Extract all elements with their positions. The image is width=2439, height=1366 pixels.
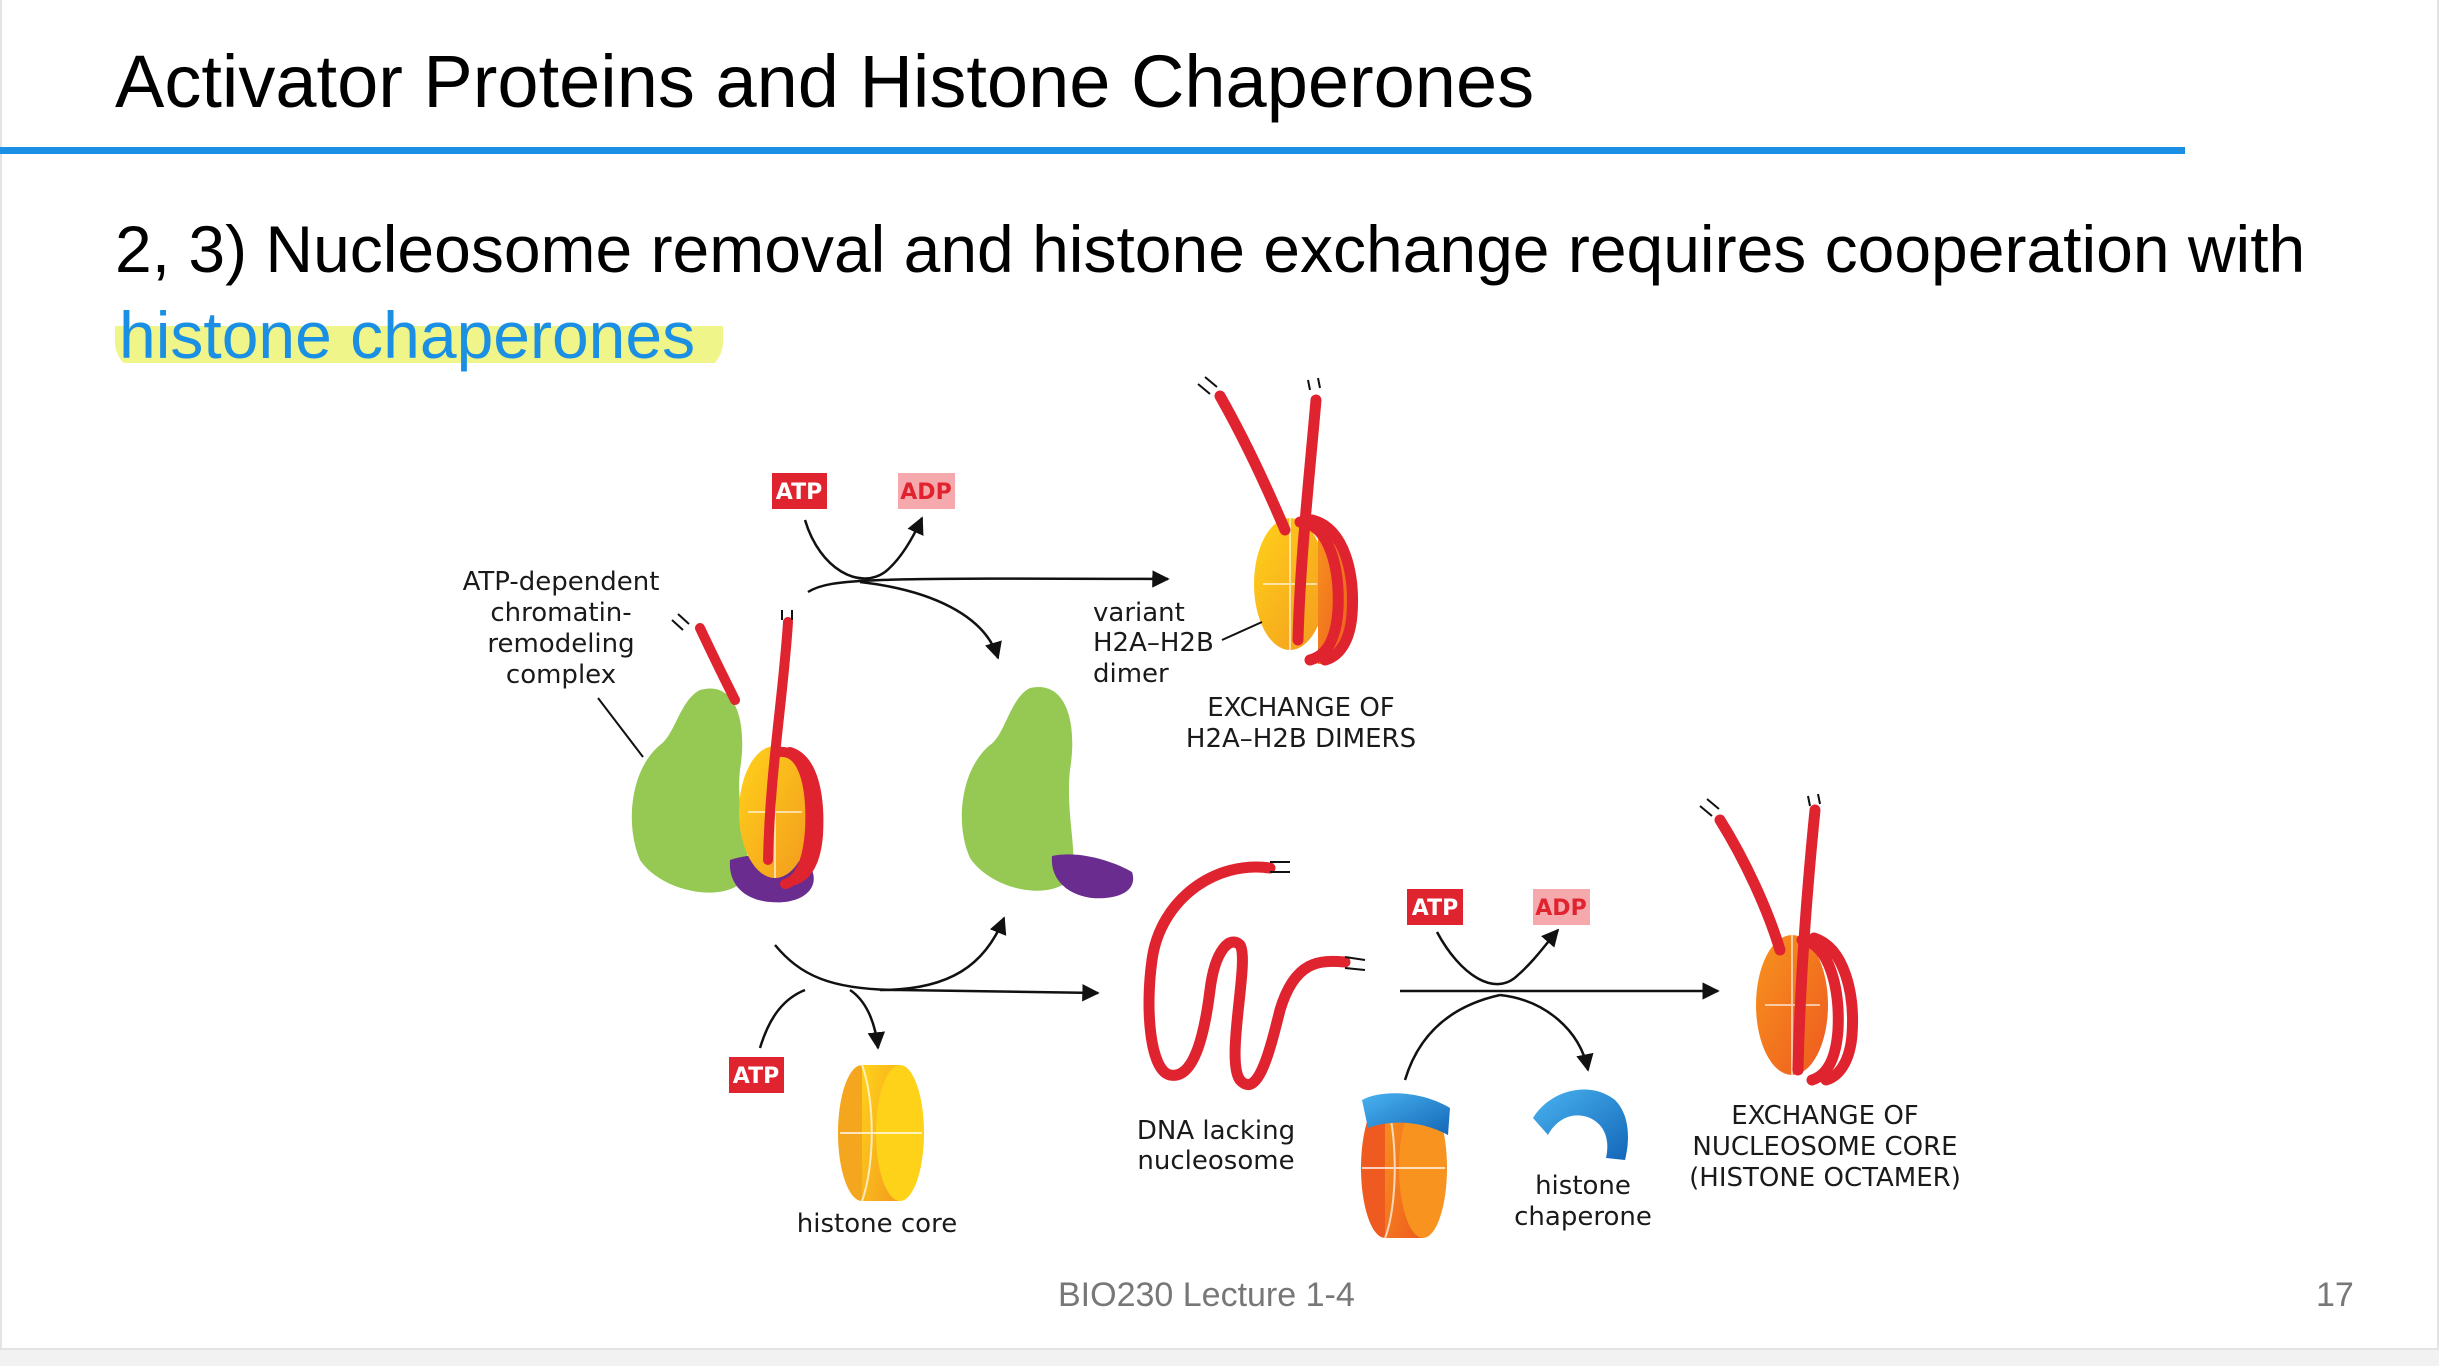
footer-course: BIO230 Lecture 1-4 [1058,1276,1355,1314]
svg-text:ADP: ADP [900,480,951,505]
bottom-arrow-to-chaperone [1499,993,1594,1072]
dna-lacking-nucleosome [1143,861,1366,1090]
bottom-left-atp-tag: ATP [729,1057,784,1093]
nucleosome-left [671,610,824,889]
exchange-dimers-label-2: H2A–H2B DIMERS [1186,724,1416,754]
top-arrow-to-dimer-exchange [807,570,1170,594]
title-underline [0,147,2185,154]
svg-text:ATP: ATP [1412,896,1458,921]
exchange-core-label-1: EXCHANGE OF [1731,1101,1919,1131]
slide-bottom-strip [0,1348,2439,1366]
chaperone-label-1: histone [1535,1171,1631,1201]
bottom-atp-curve [758,988,806,1049]
bottom-atp-adp-curve [1435,928,1560,986]
histone-core [838,1064,924,1202]
slide-title: Activator Proteins and Histone Chaperone… [115,40,1535,123]
bullet-prefix: 2, 3) Nucleosome removal and histone exc… [115,212,2306,286]
bottom-arrow-up-to-remodeler [879,916,1007,992]
top-atp-tag: ATP [772,473,827,509]
nucleosome-variant-dimer [1197,376,1358,666]
exchange-core-label-2: NUCLEOSOME CORE [1692,1132,1957,1162]
top-arrow-to-remodeler [859,580,1002,660]
remodeler-label-3: remodeling [487,629,634,659]
highlighted-term: histone chaperones [115,298,724,372]
variant-label-2: H2A–H2B [1093,628,1214,658]
variant-histone-octamer [1361,1093,1450,1239]
exchange-dimers-label-1: EXCHANGE OF [1207,693,1395,723]
chaperone-label-2: chaperone [1514,1202,1652,1232]
bottom-arrow-to-histone-core [849,988,886,1050]
variant-label-3: dimer [1093,659,1169,689]
top-atp-curve [803,516,924,580]
bottom-adp-tag: ADP [1533,889,1590,925]
bottom-arrow-to-dna [774,944,1100,1002]
remodeler-leader-line [597,697,644,758]
histone-core-label: histone core [797,1209,957,1239]
svg-text:ATP: ATP [733,1064,779,1089]
variant-leader-line [1221,621,1263,641]
bottom-arrow-from-variant-octamer [1403,993,1501,1081]
remodeling-complex-middle [961,686,1134,899]
nucleosome-exchanged-core [1699,793,1858,1086]
dna-label-1: DNA lacking [1137,1116,1295,1146]
remodeler-label-2: chromatin- [490,598,631,628]
histone-chaperone [1533,1089,1628,1160]
variant-label-1: variant [1093,598,1185,628]
exchange-core-label-3: (HISTONE OCTAMER) [1689,1163,1961,1193]
dna-label-2: nucleosome [1137,1146,1294,1176]
top-adp-tag: ADP [898,473,955,509]
remodeler-label-4: complex [506,660,616,690]
svg-text:ATP: ATP [776,480,822,505]
remodeler-label-1: ATP-dependent [463,567,660,597]
bullet-text: 2, 3) Nucleosome removal and histone exc… [115,206,2415,378]
bottom-atp-tag: ATP [1407,889,1463,925]
svg-text:ADP: ADP [1535,896,1586,921]
footer-page-number: 17 [2316,1276,2354,1314]
